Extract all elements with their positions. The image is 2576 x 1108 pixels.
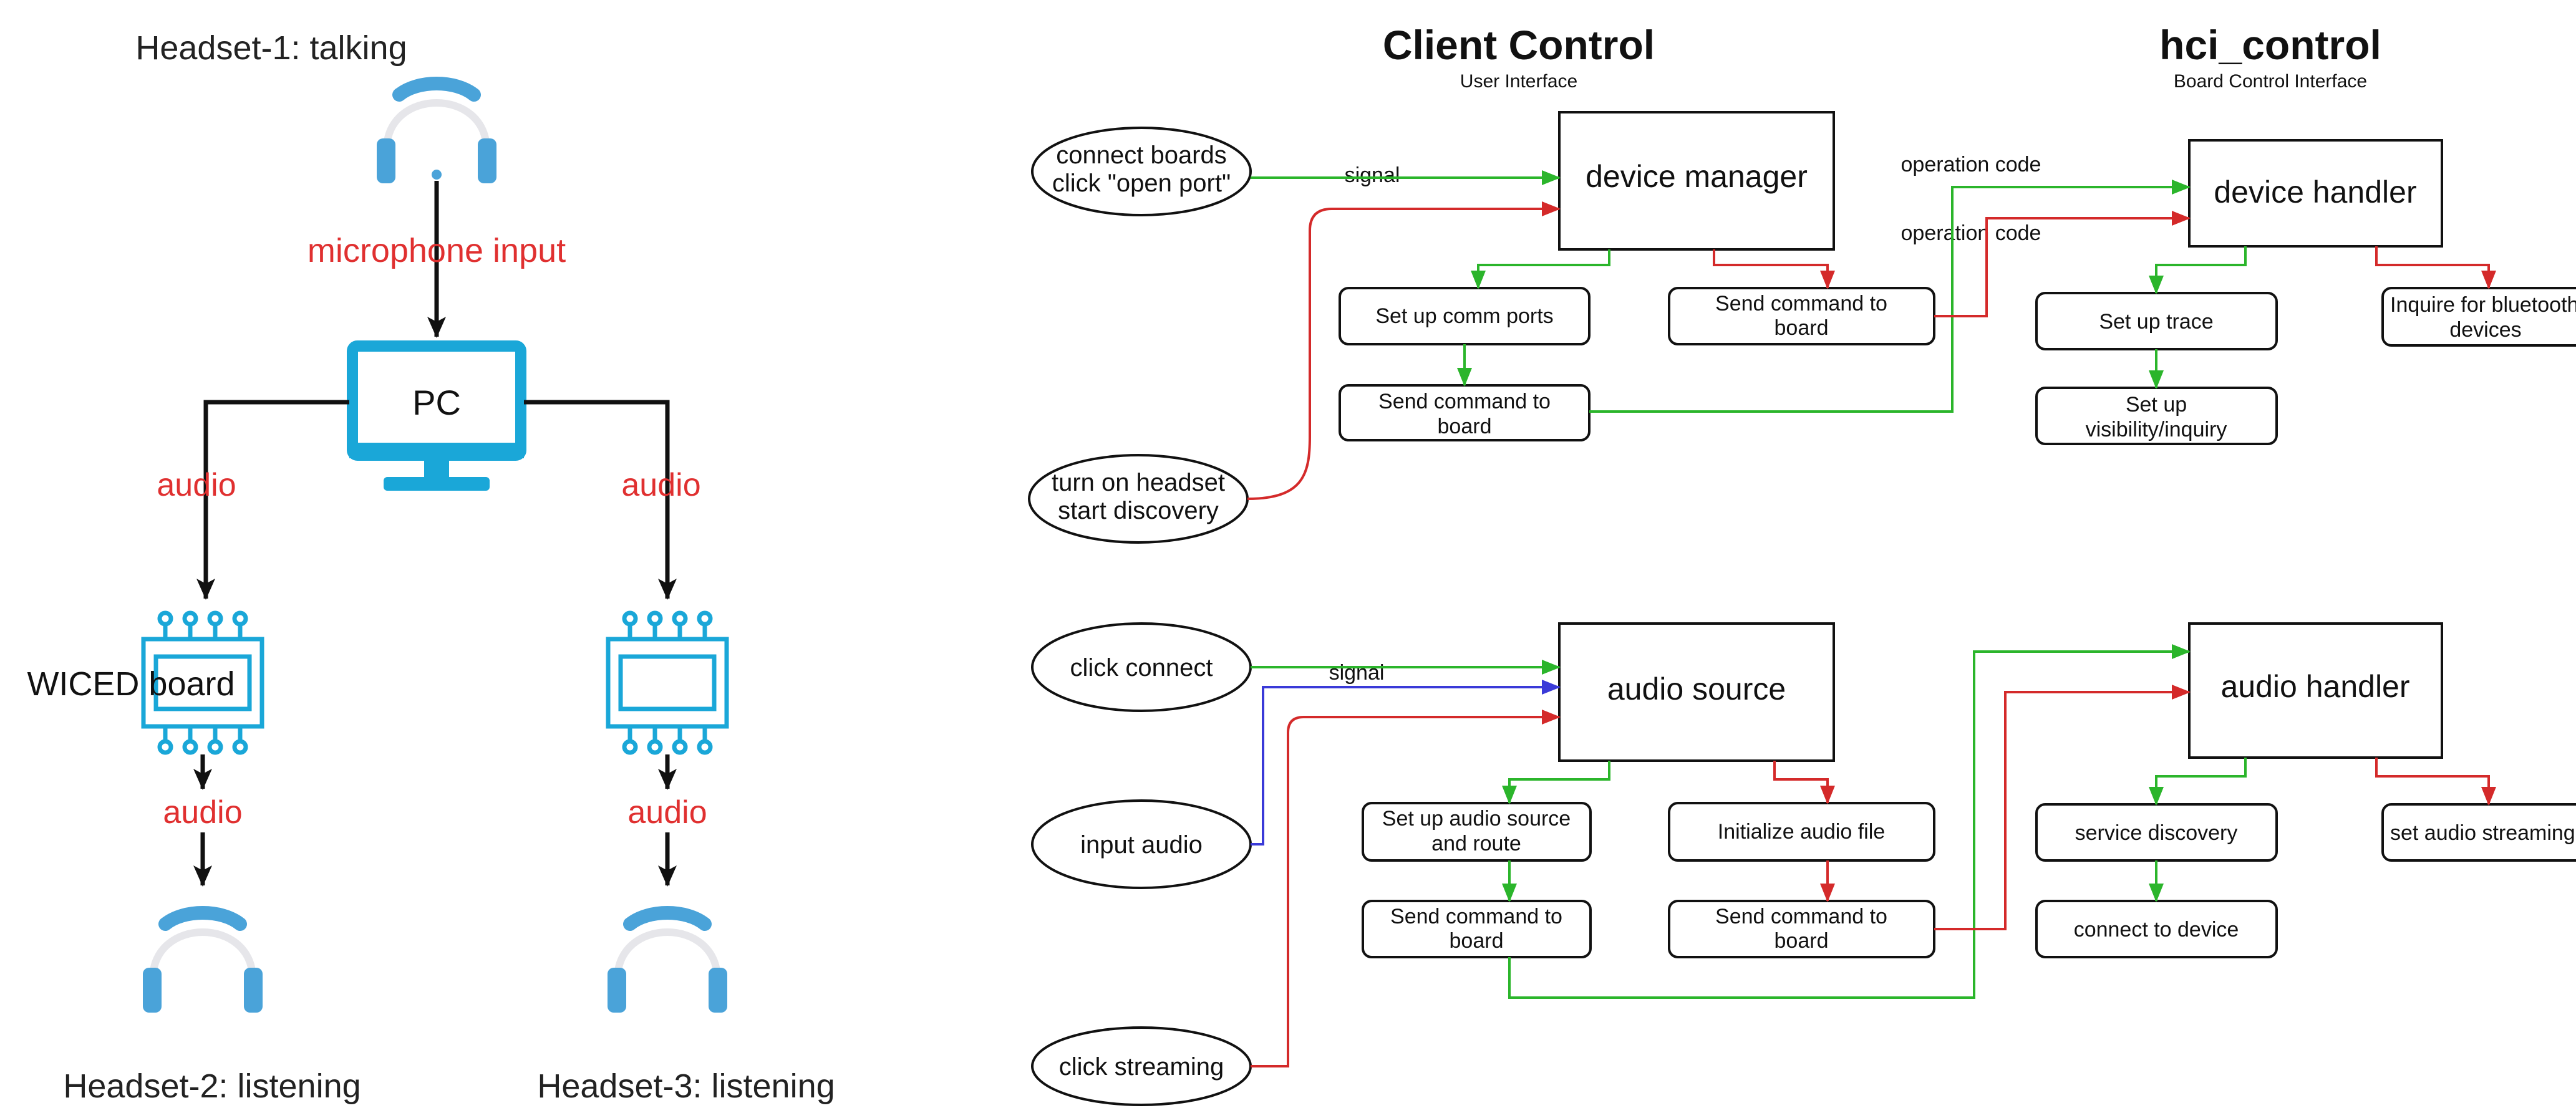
wiced-board-label: WICED board <box>27 665 235 703</box>
send-command-box-c: Send command to board <box>1362 900 1592 958</box>
audio-handler-label: audio handler <box>2220 669 2409 704</box>
visibility-line2: visibility/inquiry <box>2086 418 2227 441</box>
arrow-ah-to-service-discovery <box>2149 758 2247 806</box>
hci-control-title: hci_control <box>2159 22 2381 68</box>
top-signal-label: signal <box>1345 163 1400 187</box>
inquire-box: Inquire for bluetooth devices <box>2381 287 2576 347</box>
pc-label: PC <box>412 383 461 422</box>
audio-left-label: audio <box>157 467 236 503</box>
set-audio-streaming-box: set audio streaming <box>2381 803 2576 862</box>
right-diagram: Client Control User Interface hci_contro… <box>1028 22 2576 1106</box>
operation-code-label-2: operation code <box>1901 221 2041 245</box>
audio-source-box: audio source <box>1558 622 1835 762</box>
arrow-dm-to-send-b <box>1713 249 1835 289</box>
device-handler-box: device handler <box>2188 139 2443 248</box>
arrow-input-audio-to-audio-source <box>1251 680 1561 845</box>
send-command-box-b: Send command to board <box>1668 287 1935 345</box>
event-input-audio-label: input audio <box>1080 831 1203 859</box>
hci-control-subtitle: Board Control Interface <box>2174 71 2367 92</box>
event-turn-on-headset: turn on headset start discovery <box>1028 454 1249 544</box>
client-control-title: Client Control <box>1383 22 1655 68</box>
send-command-a-line1: Send command to <box>1378 390 1551 413</box>
event-click-streaming: click streaming <box>1031 1026 1252 1106</box>
set-audio-streaming-label: set audio streaming <box>2390 821 2575 845</box>
arrow-dm-to-comm-ports <box>1471 249 1610 289</box>
send-command-d-line2: board <box>1775 929 1829 953</box>
send-command-b-line1: Send command to <box>1715 292 1887 316</box>
set-up-comm-ports-label: Set up comm ports <box>1375 304 1553 328</box>
headset3-label: Headset-3: listening <box>537 1067 835 1105</box>
connect-to-device-box: connect to device <box>2035 900 2278 958</box>
audio-below-right-label: audio <box>627 794 707 831</box>
inquire-line2: devices <box>2449 318 2521 342</box>
event-connect-boards-line2: click "open port" <box>1052 170 1231 197</box>
arrow-send-b-to-device-handler <box>1934 211 2191 317</box>
set-up-trace-label: Set up trace <box>2099 310 2213 334</box>
send-command-box-a: Send command to board <box>1339 384 1591 441</box>
event-input-audio: input audio <box>1031 799 1252 889</box>
arrow-headset-to-device-manager <box>1247 201 1561 500</box>
audio-right-label: audio <box>621 467 700 503</box>
service-discovery-box: service discovery <box>2035 803 2278 862</box>
send-command-box-d: Send command to board <box>1668 900 1935 958</box>
arrow-send-a-to-device-handler <box>1589 180 2191 413</box>
visibility-inquiry-box: Set up visibility/inquiry <box>2035 387 2278 445</box>
client-control-subtitle: User Interface <box>1460 71 1577 92</box>
connect-to-device-label: connect to device <box>2074 918 2239 942</box>
event-click-connect: click connect <box>1031 622 1252 712</box>
headset-icon <box>377 84 496 183</box>
send-command-b-line2: board <box>1775 316 1829 340</box>
visibility-line1: Set up <box>2126 393 2187 417</box>
event-turn-on-headset-line1: turn on headset <box>1052 469 1225 496</box>
headset2-label: Headset-2: listening <box>63 1067 361 1105</box>
inquire-line1: Inquire for bluetooth <box>2390 293 2576 317</box>
send-command-a-line2: board <box>1438 415 1492 438</box>
arrow-send-c-to-audio-handler <box>1508 644 2191 999</box>
event-click-connect-label: click connect <box>1070 654 1213 682</box>
audio-below-left-label: audio <box>163 794 242 831</box>
circuit-board-icon <box>608 613 727 753</box>
send-command-d-line1: Send command to <box>1715 905 1887 928</box>
event-connect-boards-line1: connect boards <box>1056 142 1227 169</box>
microphone-input-label: microphone input <box>307 232 566 269</box>
arrow-dh-to-trace <box>2149 246 2247 294</box>
initialize-audio-file-box: Initialize audio file <box>1668 802 1935 862</box>
service-discovery-label: service discovery <box>2075 821 2238 845</box>
setup-audio-source-box: Set up audio source and route <box>1362 802 1592 862</box>
left-diagram: Headset-1: talking microphone input PC a… <box>27 29 835 1105</box>
set-up-comm-ports-box: Set up comm ports <box>1339 287 1591 345</box>
computer-monitor-icon <box>347 340 526 491</box>
headset1-label: Headset-1: talking <box>135 29 407 67</box>
event-click-streaming-label: click streaming <box>1059 1053 1224 1081</box>
operation-code-label-1: operation code <box>1901 153 2041 176</box>
arrow-ah-to-streaming <box>2375 758 2496 806</box>
arrow-dh-to-inquire <box>2375 246 2496 289</box>
arrow-as-to-setup-audio <box>1502 761 1610 804</box>
headset-icon <box>608 913 727 1013</box>
send-command-c-line2: board <box>1450 929 1504 953</box>
audio-branch-left <box>196 400 349 600</box>
send-command-c-line1: Send command to <box>1390 905 1562 928</box>
initialize-audio-file-label: Initialize audio file <box>1718 820 1885 844</box>
audio-branch-right <box>524 400 677 600</box>
headset-icon <box>143 913 263 1013</box>
bottom-signal-label: signal <box>1329 661 1385 685</box>
set-up-trace-box: Set up trace <box>2035 292 2278 350</box>
arrow-send-d-to-audio-handler <box>1934 685 2191 930</box>
event-turn-on-headset-line2: start discovery <box>1058 497 1219 524</box>
audio-source-label: audio source <box>1607 672 1786 706</box>
event-connect-boards: connect boards click "open port" <box>1031 127 1252 216</box>
arrow-click-streaming-to-audio-source <box>1251 710 1561 1067</box>
device-manager-box: device manager <box>1558 111 1835 251</box>
setup-audio-line2: and route <box>1431 832 1521 855</box>
arrow-as-to-initialize <box>1773 761 1835 804</box>
setup-audio-line1: Set up audio source <box>1382 807 1571 831</box>
device-handler-label: device handler <box>2214 175 2416 210</box>
device-manager-label: device manager <box>1586 159 1808 194</box>
audio-handler-box: audio handler <box>2188 622 2443 759</box>
